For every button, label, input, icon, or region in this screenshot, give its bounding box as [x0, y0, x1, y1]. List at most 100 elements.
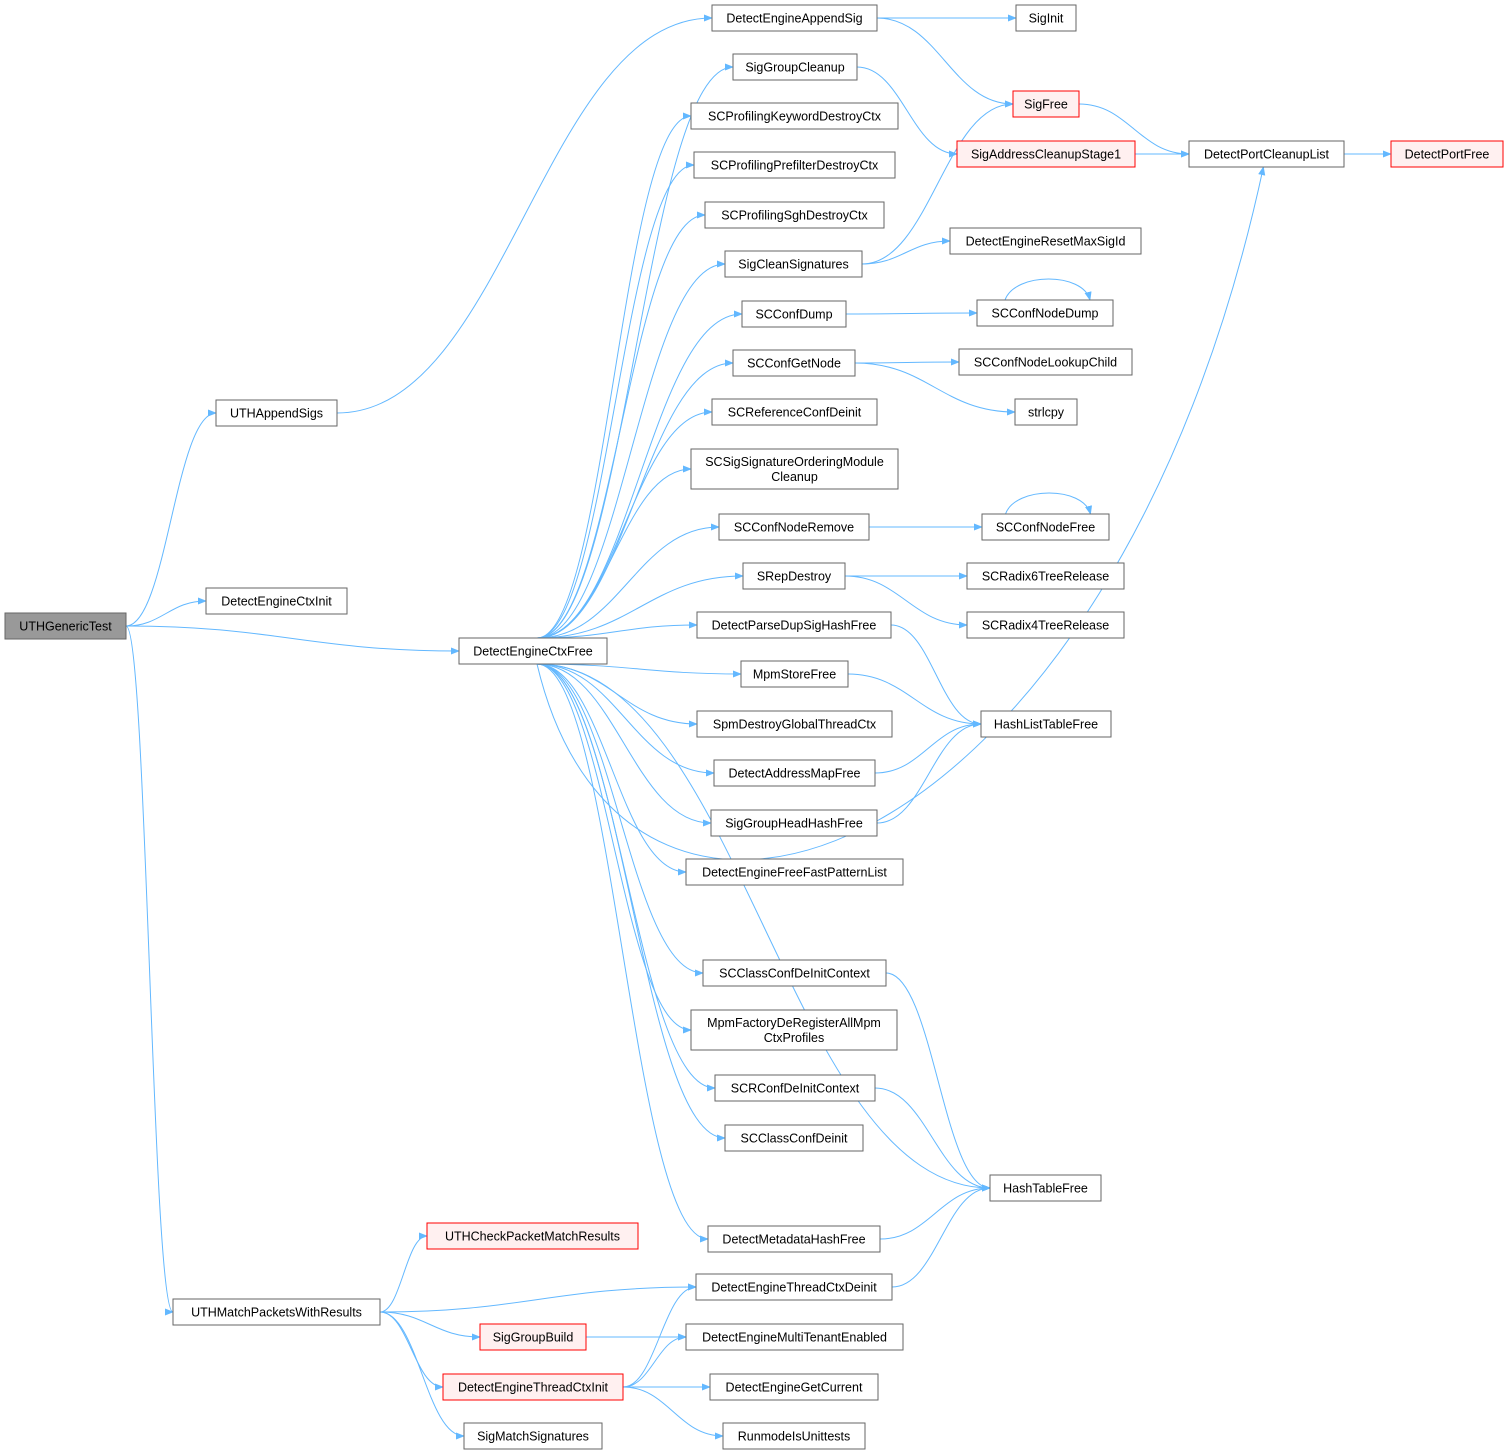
node-label: DetectPortFree: [1405, 148, 1490, 162]
node-detectaddressmapfree[interactable]: DetectAddressMapFree: [713, 759, 876, 787]
node-srepdestroy[interactable]: SRepDestroy: [742, 562, 846, 590]
node-detectenginethreadctxdeinit[interactable]: DetectEngineThreadCtxDeinit: [695, 1273, 893, 1301]
node-box: [695, 1273, 893, 1301]
edge-UTHMatchPacketsWithResults-to-SigMatchSignatures: [379, 1311, 465, 1440]
edge-DetectEngineThreadCtxInit-to-DetectEngineMultiTenantEnabled: [622, 1333, 687, 1388]
edge-DetectEngineCtxFree-to-SCConfNodeRemove: [536, 523, 720, 639]
node-box: [949, 227, 1142, 255]
edge-DetectMetadataHashFree-to-HashTableFree: [879, 1184, 991, 1240]
node-spmdestroyglobalthreadctx[interactable]: SpmDestroyGlobalThreadCtx: [696, 710, 893, 738]
node-label: SCProfilingKeywordDestroyCtx: [708, 110, 882, 124]
node-uthmatchpacketswithresults[interactable]: UTHMatchPacketsWithResults: [172, 1298, 381, 1326]
node-label: UTHAppendSigs: [230, 407, 323, 421]
node-label: DetectEngineFreeFastPatternList: [702, 866, 887, 880]
node-scclassconfdeinitcontext[interactable]: SCClassConfDeInitContext: [702, 959, 887, 987]
node-label: HashTableFree: [1003, 1182, 1088, 1196]
node-detectenginefreefastpatternlist[interactable]: DetectEngineFreeFastPatternList: [685, 858, 904, 886]
node-detectenginemultitenantenabled[interactable]: DetectEngineMultiTenantEnabled: [685, 1323, 904, 1351]
node-siginit[interactable]: SigInit: [1015, 4, 1077, 32]
node-detectenginectxfree[interactable]: DetectEngineCtxFree: [458, 637, 608, 665]
node-scconfdump[interactable]: SCConfDump: [741, 300, 847, 328]
node-scprofilingprefilterdestroyctx[interactable]: SCProfilingPrefilterDestroyCtx: [693, 151, 896, 179]
node-label: DetectEngineResetMaxSigId: [966, 235, 1126, 249]
edge-MpmStoreFree-to-HashListTableFree: [847, 673, 982, 728]
node-scconfnoderemove[interactable]: SCConfNodeRemove: [718, 513, 870, 541]
node-scradix6treerelease[interactable]: SCRadix6TreeRelease: [966, 562, 1125, 590]
edge-UTHGenericTest-to-UTHAppendSigs: [125, 409, 217, 627]
node-box: [724, 250, 863, 278]
node-detectportcleanuplist[interactable]: DetectPortCleanupList: [1188, 140, 1345, 168]
edge-DetectEngineCtxFree-to-DetectEngineFreeFastPatternList: [536, 663, 687, 876]
edge-DetectEngineCtxFree-to-DetectAddressMapFree: [536, 663, 715, 777]
node-uthappendsigs[interactable]: UTHAppendSigs: [215, 399, 338, 427]
node-box: [714, 1074, 876, 1102]
edge-DetectEngineCtxFree-to-SCProfilingSghDestroyCtx: [536, 211, 706, 639]
edge-SRepDestroy-to-SCRadix4TreeRelease: [844, 575, 968, 629]
node-detectenginethreadctxinit[interactable]: DetectEngineThreadCtxInit: [442, 1373, 624, 1401]
node-label: SCConfGetNode: [747, 357, 841, 371]
node-box: [685, 858, 904, 886]
node-scconfnodedump[interactable]: SCConfNodeDump: [976, 299, 1114, 327]
node-label: CtxProfiles: [764, 1031, 824, 1045]
edge-SCConfGetNode-to-strlcpy: [854, 362, 1016, 416]
node-hashtablefree[interactable]: HashTableFree: [989, 1174, 1102, 1202]
node-box: [205, 587, 348, 615]
node-sigcleansignatures[interactable]: SigCleanSignatures: [724, 250, 863, 278]
node-label: HashListTableFree: [994, 718, 1098, 732]
node-siggroupcleanup[interactable]: SigGroupCleanup: [732, 53, 858, 81]
node-box: [463, 1422, 603, 1450]
node-scconfgetnode[interactable]: SCConfGetNode: [732, 349, 856, 377]
node-hashlisttablefree[interactable]: HashListTableFree: [980, 710, 1112, 738]
node-label: SCConfNodeLookupChild: [974, 356, 1117, 370]
node-screferenceconfdeinit[interactable]: SCReferenceConfDeinit: [711, 398, 878, 426]
node-box: [732, 53, 858, 81]
node-detectparsedupsighashfree[interactable]: DetectParseDupSigHashFree: [696, 611, 892, 639]
node-runmodeisunittests[interactable]: RunmodeIsUnittests: [722, 1422, 866, 1450]
edge-UTHAppendSigs-to-DetectEngineAppendSig: [336, 14, 713, 414]
node-label: SigGroupBuild: [493, 1331, 574, 1345]
node-sigaddresscleanupstage1[interactable]: SigAddressCleanupStage1: [956, 140, 1136, 168]
node-siggroupbuild[interactable]: SigGroupBuild: [479, 1323, 587, 1351]
node-detectengineappendsig[interactable]: DetectEngineAppendSig: [711, 4, 878, 32]
node-strlcpy[interactable]: strlcpy: [1014, 398, 1078, 426]
node-label: DetectEngineThreadCtxDeinit: [711, 1281, 877, 1295]
node-detectenginectxinit[interactable]: DetectEngineCtxInit: [205, 587, 348, 615]
node-scprofilingsghdestroyctx[interactable]: SCProfilingSghDestroyCtx: [704, 201, 885, 229]
edge-DetectEngineCtxFree-to-SigCleanSignatures: [536, 260, 726, 639]
node-label: MpmStoreFree: [753, 668, 836, 682]
node-label: SCSigSignatureOrderingModule: [705, 455, 884, 469]
node-box: [690, 1009, 898, 1051]
node-scradix4treerelease[interactable]: SCRadix4TreeRelease: [966, 611, 1125, 639]
edge-DetectEngineCtxFree-to-DetectMetadataHashFree: [536, 663, 709, 1243]
node-mpmstorefree[interactable]: MpmStoreFree: [740, 660, 849, 688]
node-label: SCReferenceConfDeinit: [728, 406, 862, 420]
node-box: [704, 201, 885, 229]
node-detectengineresetmaxsigid[interactable]: DetectEngineResetMaxSigId: [949, 227, 1142, 255]
node-detectmetadatahashfree[interactable]: DetectMetadataHashFree: [707, 1225, 881, 1253]
node-uthgenerictest[interactable]: UTHGenericTest: [4, 612, 127, 640]
node-scprofilingkeyworddestroyctx[interactable]: SCProfilingKeywordDestroyCtx: [690, 102, 899, 130]
node-label: SCConfNodeDump: [992, 307, 1099, 321]
node-label: Cleanup: [771, 470, 818, 484]
node-box: [442, 1373, 624, 1401]
node-label: DetectMetadataHashFree: [722, 1233, 865, 1247]
node-label: SigGroupCleanup: [745, 61, 844, 75]
node-sigfree[interactable]: SigFree: [1012, 90, 1080, 118]
node-scrconfdeinitcontext[interactable]: SCRConfDeInitContext: [714, 1074, 876, 1102]
node-box: [702, 959, 887, 987]
node-detectenginegetcurrent[interactable]: DetectEngineGetCurrent: [709, 1373, 879, 1401]
edge-SigCleanSignatures-to-DetectEngineResetMaxSigId: [861, 237, 951, 265]
node-label: DetectEngineCtxInit: [221, 595, 332, 609]
node-sigmatchsignatures[interactable]: SigMatchSignatures: [463, 1422, 603, 1450]
node-scconfnodefree[interactable]: SCConfNodeFree: [981, 513, 1110, 541]
node-label: DetectAddressMapFree: [728, 767, 860, 781]
node-detectportfree[interactable]: DetectPortFree: [1390, 140, 1504, 168]
node-scclassconfdeinit[interactable]: SCClassConfDeinit: [724, 1124, 864, 1152]
node-scconfnodelookupchild[interactable]: SCConfNodeLookupChild: [958, 348, 1133, 376]
node-siggroupheadhashfree[interactable]: SigGroupHeadHashFree: [710, 809, 878, 837]
node-uthcheckpacketmatchresults[interactable]: UTHCheckPacketMatchResults: [426, 1222, 639, 1250]
node-label: SigInit: [1029, 12, 1064, 26]
edge-DetectEngineCtxFree-to-SCProfilingKeywordDestroyCtx: [536, 112, 692, 639]
